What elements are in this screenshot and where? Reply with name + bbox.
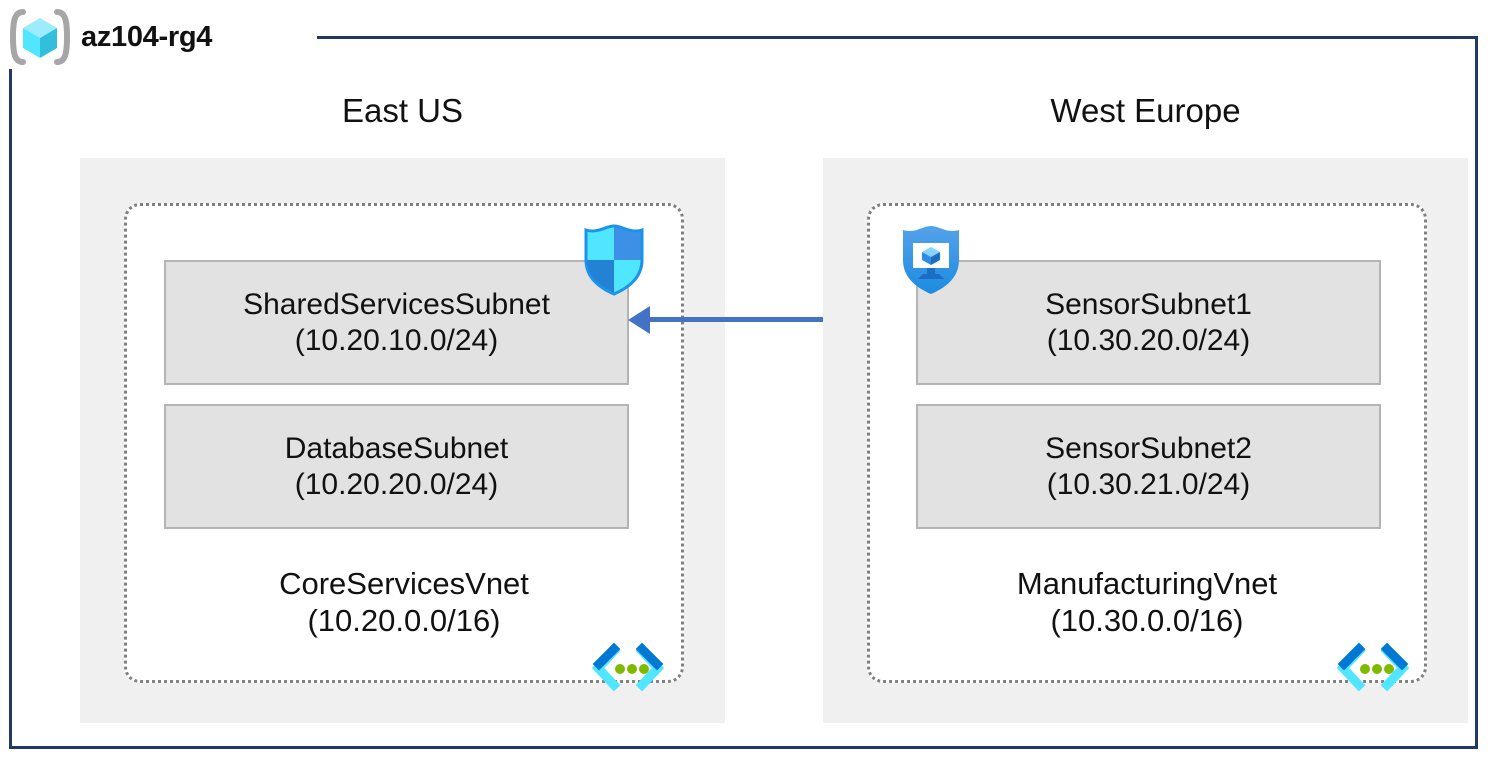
resource-group-name: az104-rg4 bbox=[81, 20, 213, 53]
subnet-cidr: (10.20.10.0/24) bbox=[294, 323, 499, 357]
subnet-cidr: (10.30.20.0/24) bbox=[1046, 323, 1251, 357]
subnet-sensorsubnet2[interactable]: SensorSubnet2 (10.30.21.0/24) bbox=[916, 404, 1381, 529]
subnet-cidr: (10.30.21.0/24) bbox=[1046, 467, 1251, 501]
subnet-databasesubnet[interactable]: DatabaseSubnet (10.20.20.0/24) bbox=[164, 404, 629, 529]
resource-group-header: az104-rg4 bbox=[9, 5, 227, 69]
subnet-sensorsubnet1[interactable]: SensorSubnet1 (10.30.20.0/24) bbox=[916, 260, 1381, 385]
network-security-group-shield-icon bbox=[583, 224, 645, 296]
subnet-sharedservicessubnet[interactable]: SharedServicesSubnet (10.20.10.0/24) bbox=[164, 260, 629, 385]
vnet-peering-connection-line bbox=[645, 317, 921, 322]
vnet-name: CoreServicesVnet bbox=[279, 566, 529, 601]
region-label-east-us: East US bbox=[341, 92, 464, 129]
virtual-network-icon bbox=[591, 642, 665, 692]
virtual-network-icon bbox=[1336, 642, 1410, 692]
vnet-name: ManufacturingVnet bbox=[1016, 566, 1278, 601]
endpoint-protection-shield-icon bbox=[900, 224, 962, 296]
vnet-peering-arrow-head bbox=[628, 306, 650, 334]
vnet-caption-coreservicesvnet: CoreServicesVnet (10.20.0.0/16) bbox=[124, 565, 684, 639]
subnet-name: SharedServicesSubnet bbox=[243, 287, 550, 321]
vnet-caption-manufacturingvnet: ManufacturingVnet (10.30.0.0/16) bbox=[867, 565, 1427, 639]
vnet-cidr: (10.30.0.0/16) bbox=[1050, 603, 1244, 639]
vnet-cidr: (10.20.0.0/16) bbox=[307, 603, 501, 639]
subnet-name: SensorSubnet1 bbox=[1045, 287, 1252, 321]
subnet-name: SensorSubnet2 bbox=[1045, 431, 1252, 465]
resource-group-frame bbox=[9, 37, 1478, 749]
subnet-cidr: (10.20.20.0/24) bbox=[294, 467, 499, 501]
region-label-west-europe: West Europe bbox=[1050, 92, 1241, 129]
resource-group-frame-top-right bbox=[317, 36, 1478, 39]
resource-group-cube-icon bbox=[9, 8, 71, 66]
subnet-name: DatabaseSubnet bbox=[284, 431, 509, 465]
